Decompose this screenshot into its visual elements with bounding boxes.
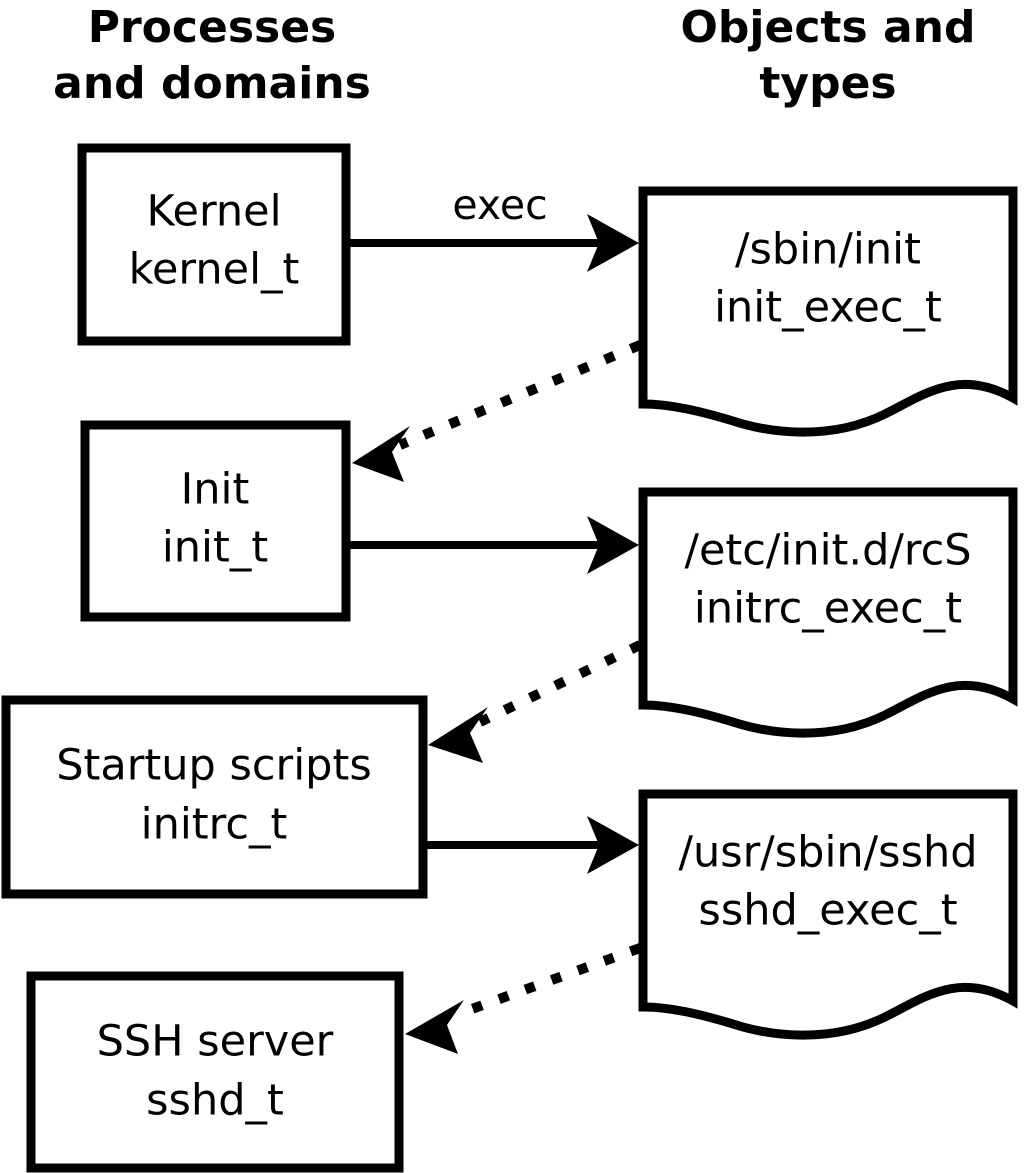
node-sshd-exec-document[interactable] [638, 789, 1018, 1040]
arrow-head-icon [587, 516, 639, 574]
node-sshd-exec-path: /usr/sbin/sshd [678, 828, 977, 878]
arrow-head-icon [405, 1000, 464, 1054]
node-kernel[interactable]: Kernel kernel_t [77, 143, 351, 346]
edge-initrc-exec-sshd-exec [427, 816, 639, 874]
column-header-processes: Processes and domains [53, 2, 371, 109]
node-init[interactable]: Init init_t [80, 420, 351, 622]
arrow-head-icon [587, 214, 639, 272]
column-header-processes-line1: Processes [88, 2, 337, 53]
edge-sshd-exec-transition-sshd [405, 943, 642, 1054]
node-init-box[interactable] [80, 420, 351, 622]
node-init-name: Init [181, 465, 250, 515]
node-sshd-exec-type: sshd_exec_t [698, 886, 957, 936]
arrow-head-icon [352, 426, 410, 482]
node-ssh-server-name: SSH server [97, 1017, 334, 1067]
node-startup-scripts-type: initrc_t [141, 800, 288, 850]
node-initrc-exec-path: /etc/init.d/rcS [684, 526, 971, 576]
node-initrc-exec-type: initrc_exec_t [694, 584, 962, 634]
node-init-type: init_t [162, 523, 268, 573]
node-ssh-server-type: sshd_t [146, 1076, 284, 1126]
column-header-objects-line1: Objects and [681, 2, 976, 53]
edge-line [477, 640, 643, 727]
node-kernel-box[interactable] [77, 143, 351, 346]
edge-line [456, 943, 642, 1019]
node-sshd-exec[interactable]: /usr/sbin/sshd sshd_exec_t [638, 789, 1018, 1040]
node-ssh-server-box[interactable] [26, 971, 404, 1173]
arrow-head-icon [587, 816, 639, 874]
edge-label-exec: exec [452, 181, 547, 229]
node-startup-scripts-name: Startup scripts [56, 741, 372, 791]
edge-line [398, 340, 642, 450]
node-init-exec-type: init_exec_t [714, 283, 942, 333]
node-startup-scripts-box[interactable] [1, 695, 428, 899]
edge-init-exec-initrc-exec [350, 516, 639, 574]
node-init-exec-path: /sbin/init [735, 225, 921, 275]
node-initrc-exec[interactable]: /etc/init.d/rcS initrc_exec_t [638, 487, 1018, 738]
node-init-exec-document[interactable] [638, 186, 1018, 437]
node-initrc-exec-document[interactable] [638, 487, 1018, 738]
edge-initrc-exec-transition-initrc [428, 640, 643, 763]
column-header-objects-line2: types [759, 58, 896, 109]
node-kernel-type: kernel_t [129, 245, 300, 295]
column-header-objects: Objects and types [681, 2, 976, 109]
edge-kernel-exec-init-exec: exec [350, 181, 639, 272]
node-ssh-server[interactable]: SSH server sshd_t [26, 971, 404, 1173]
node-init-exec[interactable]: /sbin/init init_exec_t [638, 186, 1018, 437]
edge-init-exec-transition-init [352, 340, 642, 482]
node-kernel-name: Kernel [146, 187, 281, 237]
arrow-head-icon [428, 707, 488, 763]
column-header-processes-line2: and domains [53, 58, 371, 109]
node-startup-scripts[interactable]: Startup scripts initrc_t [1, 695, 428, 899]
